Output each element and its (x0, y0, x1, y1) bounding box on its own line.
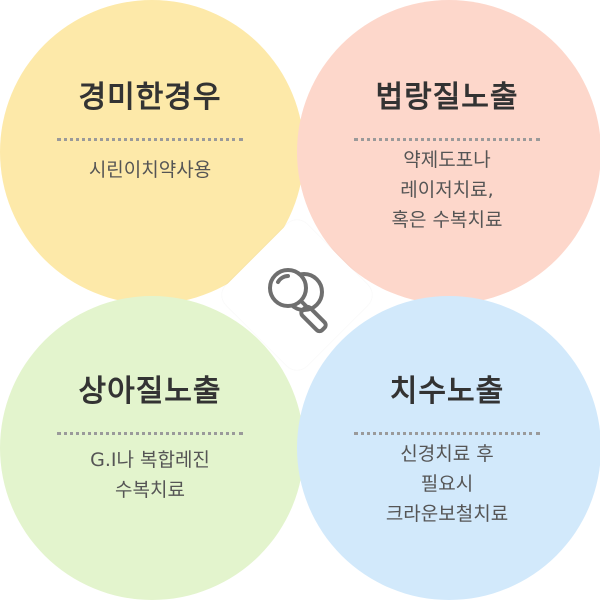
circle-mild (0, 0, 304, 304)
circle-enamel (297, 0, 600, 304)
description-line: 수복치료 (115, 479, 185, 501)
dotted-divider (57, 432, 243, 435)
description-line: 크라운보철치료 (385, 503, 509, 525)
description-line: G.I나 복합레진 (90, 449, 210, 471)
quadrant-dentin: 상아질노출 G.I나 복합레진 수복치료 (0, 372, 300, 505)
description-line: 신경치료 후 (400, 443, 494, 465)
quadrant-description: 신경치료 후 필요시 크라운보철치료 (297, 439, 597, 529)
dotted-divider (57, 138, 243, 141)
quadrant-enamel: 법랑질노출 약제도포나 레이저치료, 혹은 수복치료 (297, 78, 597, 235)
magnifier-icon (268, 268, 328, 334)
dotted-divider (354, 138, 540, 141)
quadrant-mild: 경미한경우 시린이치약사용 (0, 78, 300, 185)
quadrant-title: 경미한경우 (78, 80, 222, 115)
quadrant-title: 치수노출 (389, 374, 505, 409)
description-line: 시린이치약사용 (88, 159, 212, 181)
description-line: 혹은 수복치료 (391, 209, 503, 231)
quadrant-description: G.I나 복합레진 수복치료 (0, 445, 300, 505)
quadrant-description: 약제도포나 레이저치료, 혹은 수복치료 (297, 145, 597, 235)
circle-pulp (297, 296, 600, 600)
quadrant-title: 상아질노출 (78, 374, 222, 409)
quadrant-description: 시린이치약사용 (0, 155, 300, 185)
quadrant-pulp: 치수노출 신경치료 후 필요시 크라운보철치료 (297, 372, 597, 529)
dotted-divider (354, 432, 540, 435)
quadrant-title: 법랑질노출 (375, 80, 519, 115)
circle-dentin (0, 296, 304, 600)
description-line: 필요시 (420, 473, 474, 495)
description-line: 레이저치료, (400, 179, 494, 201)
description-line: 약제도포나 (403, 149, 491, 171)
